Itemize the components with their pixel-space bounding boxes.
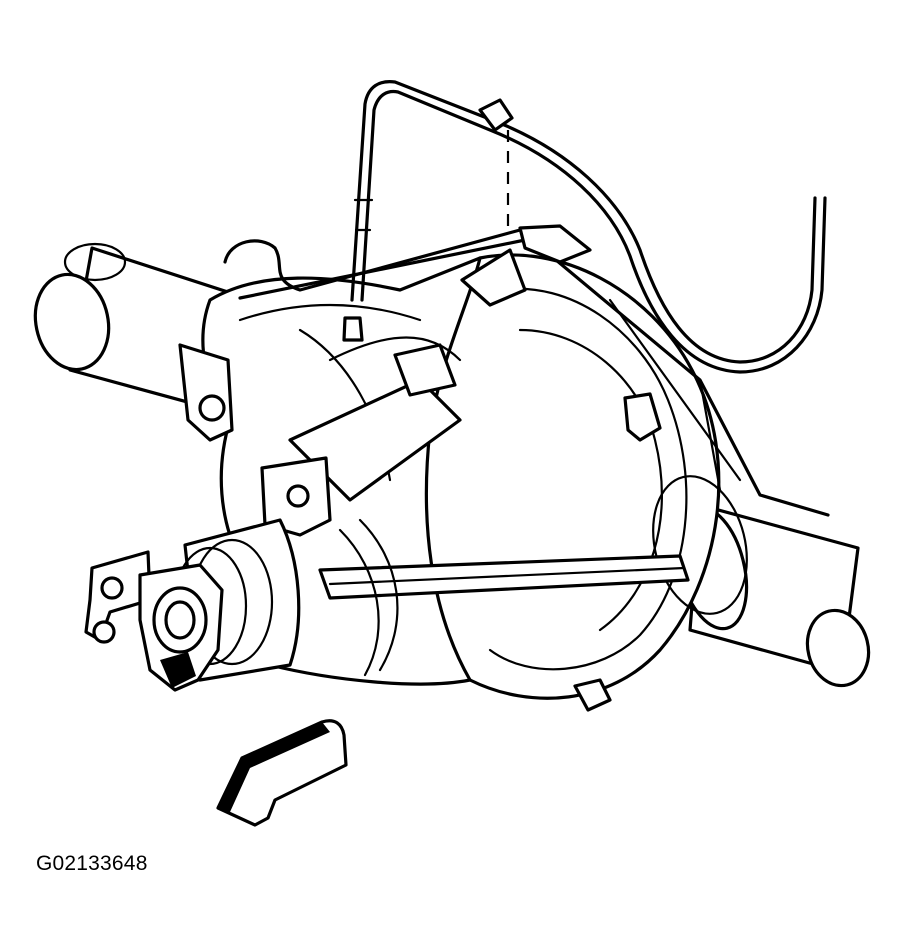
pinion-yoke	[84, 518, 301, 692]
differential-cover	[405, 253, 748, 712]
direction-arrow	[216, 719, 348, 827]
vent-hose	[342, 80, 827, 374]
figure-id-label: G02133648	[36, 852, 148, 875]
brake-line	[223, 224, 830, 517]
